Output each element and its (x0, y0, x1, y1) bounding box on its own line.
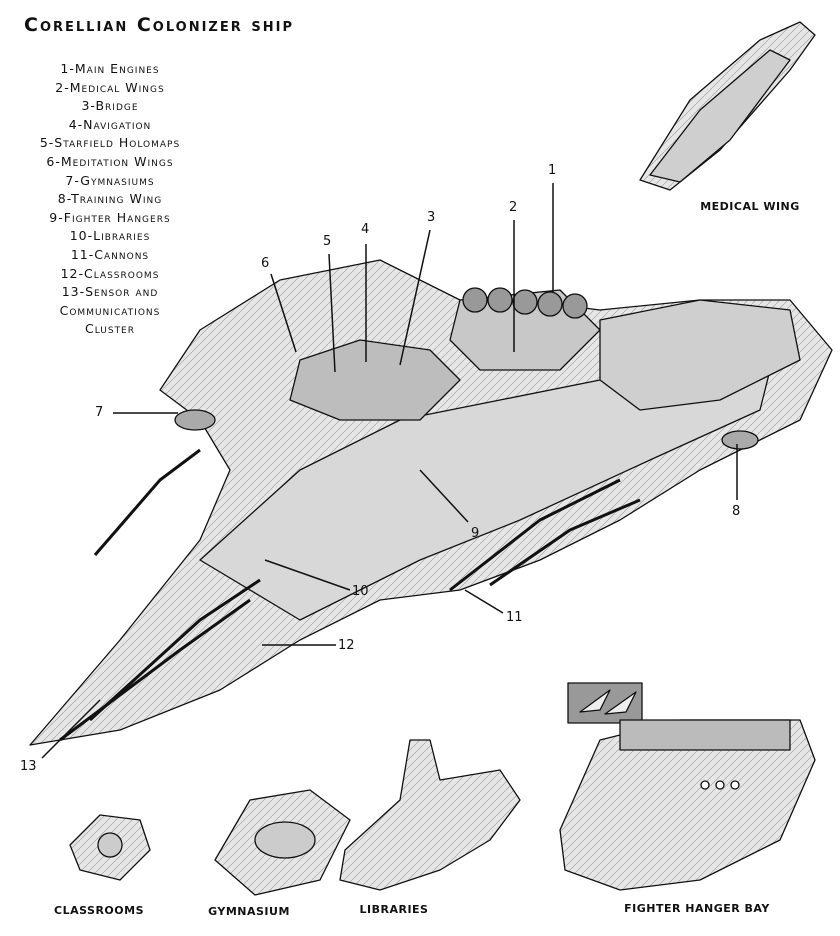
legend-item: 6-Meditation Wings (46, 153, 174, 169)
callout-label-9: 9 (471, 526, 480, 541)
fighter-hanger-bay-illustration (559, 719, 816, 891)
engine-nozzle (562, 293, 588, 319)
caption-fighter-hanger-bay: FIGHTER HANGER BAY (624, 902, 770, 915)
legend-item: 3-Bridge (81, 98, 139, 114)
fighter-inset (567, 682, 643, 724)
engine-nozzle (537, 291, 563, 317)
callout-label-6: 6 (261, 256, 270, 271)
legend-item: 10-Libraries (69, 228, 151, 244)
legend: 1-Main Engines 2-Medical Wings 3-Bridge … (10, 60, 210, 339)
callout-label-10: 10 (352, 584, 369, 599)
legend-item: 1-Main Engines (60, 61, 160, 76)
legend-item: 11-Cannons (70, 246, 150, 262)
legend-item: 7-Gymnasiums (65, 172, 155, 188)
medical-wing-illustration (639, 21, 816, 191)
callout-label-3: 3 (427, 210, 436, 225)
callout-label-5: 5 (323, 234, 332, 249)
legend-item: Communications (59, 302, 161, 318)
legend-item: 13-Sensor and (61, 284, 159, 300)
libraries-illustration (339, 739, 521, 891)
classrooms-illustration (69, 814, 151, 881)
legend-item: 9-Fighter Hangers (49, 209, 171, 225)
callout-label-2: 2 (509, 200, 518, 215)
legend-item: 12-Classrooms (60, 265, 160, 281)
caption-classrooms: CLASSROOMS (54, 904, 144, 917)
callout-label-7: 7 (95, 405, 104, 420)
callout-label-8: 8 (732, 504, 741, 519)
legend-item: 2-Medical Wings (55, 79, 165, 95)
callout-label-11: 11 (506, 610, 523, 625)
callout-label-12: 12 (338, 638, 355, 653)
legend-item: 5-Starfield Holomaps (39, 135, 181, 151)
engine-nozzle (487, 287, 513, 313)
callout-label-1: 1 (548, 163, 557, 178)
callout-label-4: 4 (361, 222, 370, 237)
caption-libraries: LIBRARIES (359, 903, 429, 916)
legend-item: Cluster (84, 321, 136, 337)
gymnasium-illustration (214, 789, 351, 896)
diagram-title: Corellian Colonizer ship (24, 14, 294, 36)
callout-lines (41, 183, 738, 759)
engine-nozzle (512, 289, 538, 315)
caption-medical-wing: MEDICAL WING (700, 200, 800, 213)
engine-nozzle (462, 287, 488, 313)
legend-item: 8-Training Wing (57, 191, 163, 207)
callout-label-13: 13 (20, 759, 37, 774)
main-ship-hull (29, 259, 833, 746)
legend-item: 4-Navigation (68, 116, 152, 132)
caption-gymnasium: GYMNASIUM (208, 905, 290, 918)
